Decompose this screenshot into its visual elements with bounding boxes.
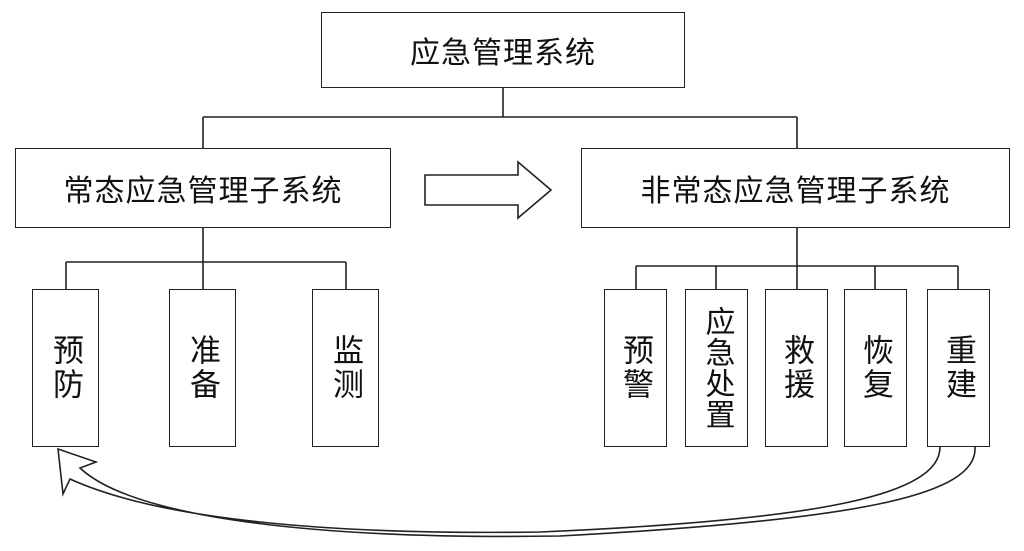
left-subsystem-box: 常态应急管理子系统 [15,148,391,228]
right-child-box: 恢复 [844,289,907,447]
right-subsystem-box: 非常态应急管理子系统 [581,148,1010,228]
left-child-box: 准备 [169,289,236,447]
left-child-label: 准备 [184,334,220,402]
right-child-label: 恢复 [857,334,893,402]
cycle-arrow [57,446,976,538]
cycle-arrow-body [57,446,976,538]
right-child-box: 重建 [927,289,990,447]
right-child-label: 预警 [617,334,653,402]
right-child-box: 救援 [765,289,828,447]
left-child-label: 监测 [327,334,363,402]
left-child-box: 预防 [32,289,99,447]
root-box: 应急管理系统 [321,12,685,88]
connector-lines [65,88,959,289]
left-subsystem-label: 常态应急管理子系统 [63,174,343,209]
right-subsystem-label: 非常态应急管理子系统 [640,174,951,209]
left-child-label: 预防 [47,334,83,402]
cycle-arrow-shade [70,447,976,537]
left-child-box: 监测 [312,289,379,447]
right-child-label: 救援 [778,334,814,402]
right-child-box: 应急处置 [685,289,748,447]
right-child-box: 预警 [604,289,667,447]
right-child-label: 重建 [940,334,976,402]
right-child-label: 应急处置 [699,306,735,430]
root-label: 应急管理系统 [410,36,596,71]
transition-arrow [424,160,553,220]
